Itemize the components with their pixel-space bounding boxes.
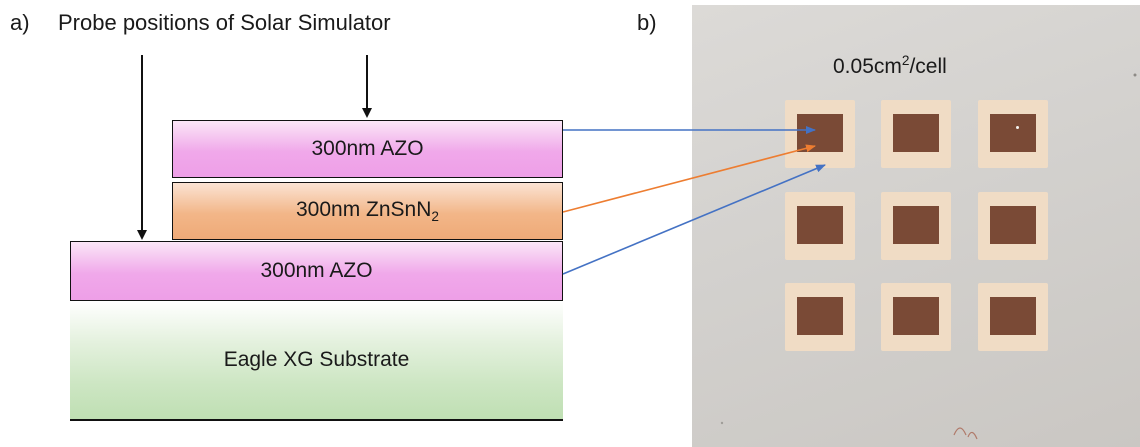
layer-znsnn2-label: 300nm ZnSnN2	[296, 198, 439, 224]
znsnn2-text: 300nm ZnSnN	[296, 197, 432, 221]
sample-photo: 0.05cm2/cell	[692, 5, 1140, 447]
layer-azo-top: 300nm AZO	[172, 120, 563, 178]
cell-pad	[978, 100, 1048, 168]
photo-marks	[720, 73, 1137, 440]
cell-square	[990, 206, 1036, 244]
cell-square	[893, 114, 939, 152]
layer-substrate: Eagle XG Substrate	[70, 301, 563, 419]
panel-b-label: b)	[637, 10, 657, 35]
layer-azo-bottom: 300nm AZO	[70, 241, 563, 301]
cell-pad	[785, 283, 855, 351]
layer-substrate-label: Eagle XG Substrate	[223, 348, 410, 371]
cell-pad	[785, 192, 855, 260]
cell-pad	[785, 100, 855, 168]
cell-square	[893, 297, 939, 335]
cell-square	[990, 297, 1036, 335]
probe-title: Probe positions of Solar Simulator	[58, 10, 391, 35]
substrate-baseline	[70, 419, 563, 421]
cell-area-label: 0.05cm2/cell	[833, 53, 947, 79]
cell-pad	[978, 192, 1048, 260]
cell-square	[797, 114, 843, 152]
panel-a-label: a)	[10, 10, 30, 35]
layer-azo-bottom-label: 300nm AZO	[260, 259, 373, 282]
probe-arrowhead-top	[362, 108, 372, 118]
cell-area-unit: /cell	[909, 55, 947, 78]
cell-area-value: 0.05cm	[833, 55, 902, 78]
cell-square	[893, 206, 939, 244]
cell-pad	[978, 283, 1048, 351]
cell-pad	[881, 100, 951, 168]
cell-pad	[881, 192, 951, 260]
cell-pad	[881, 283, 951, 351]
probe-arrowhead-bottom	[137, 230, 147, 240]
cell-square	[990, 114, 1036, 152]
orange-arrow	[562, 144, 816, 213]
cell-square	[797, 206, 843, 244]
layer-znsnn2: 300nm ZnSnN2	[172, 182, 563, 240]
cell-area-superscript: 2	[901, 53, 910, 68]
znsnn2-subscript: 2	[431, 209, 439, 225]
cell-square	[797, 297, 843, 335]
speck	[1016, 126, 1019, 129]
blue-arrow-bottom	[562, 164, 826, 275]
layer-azo-top-label: 300nm AZO	[311, 137, 424, 160]
